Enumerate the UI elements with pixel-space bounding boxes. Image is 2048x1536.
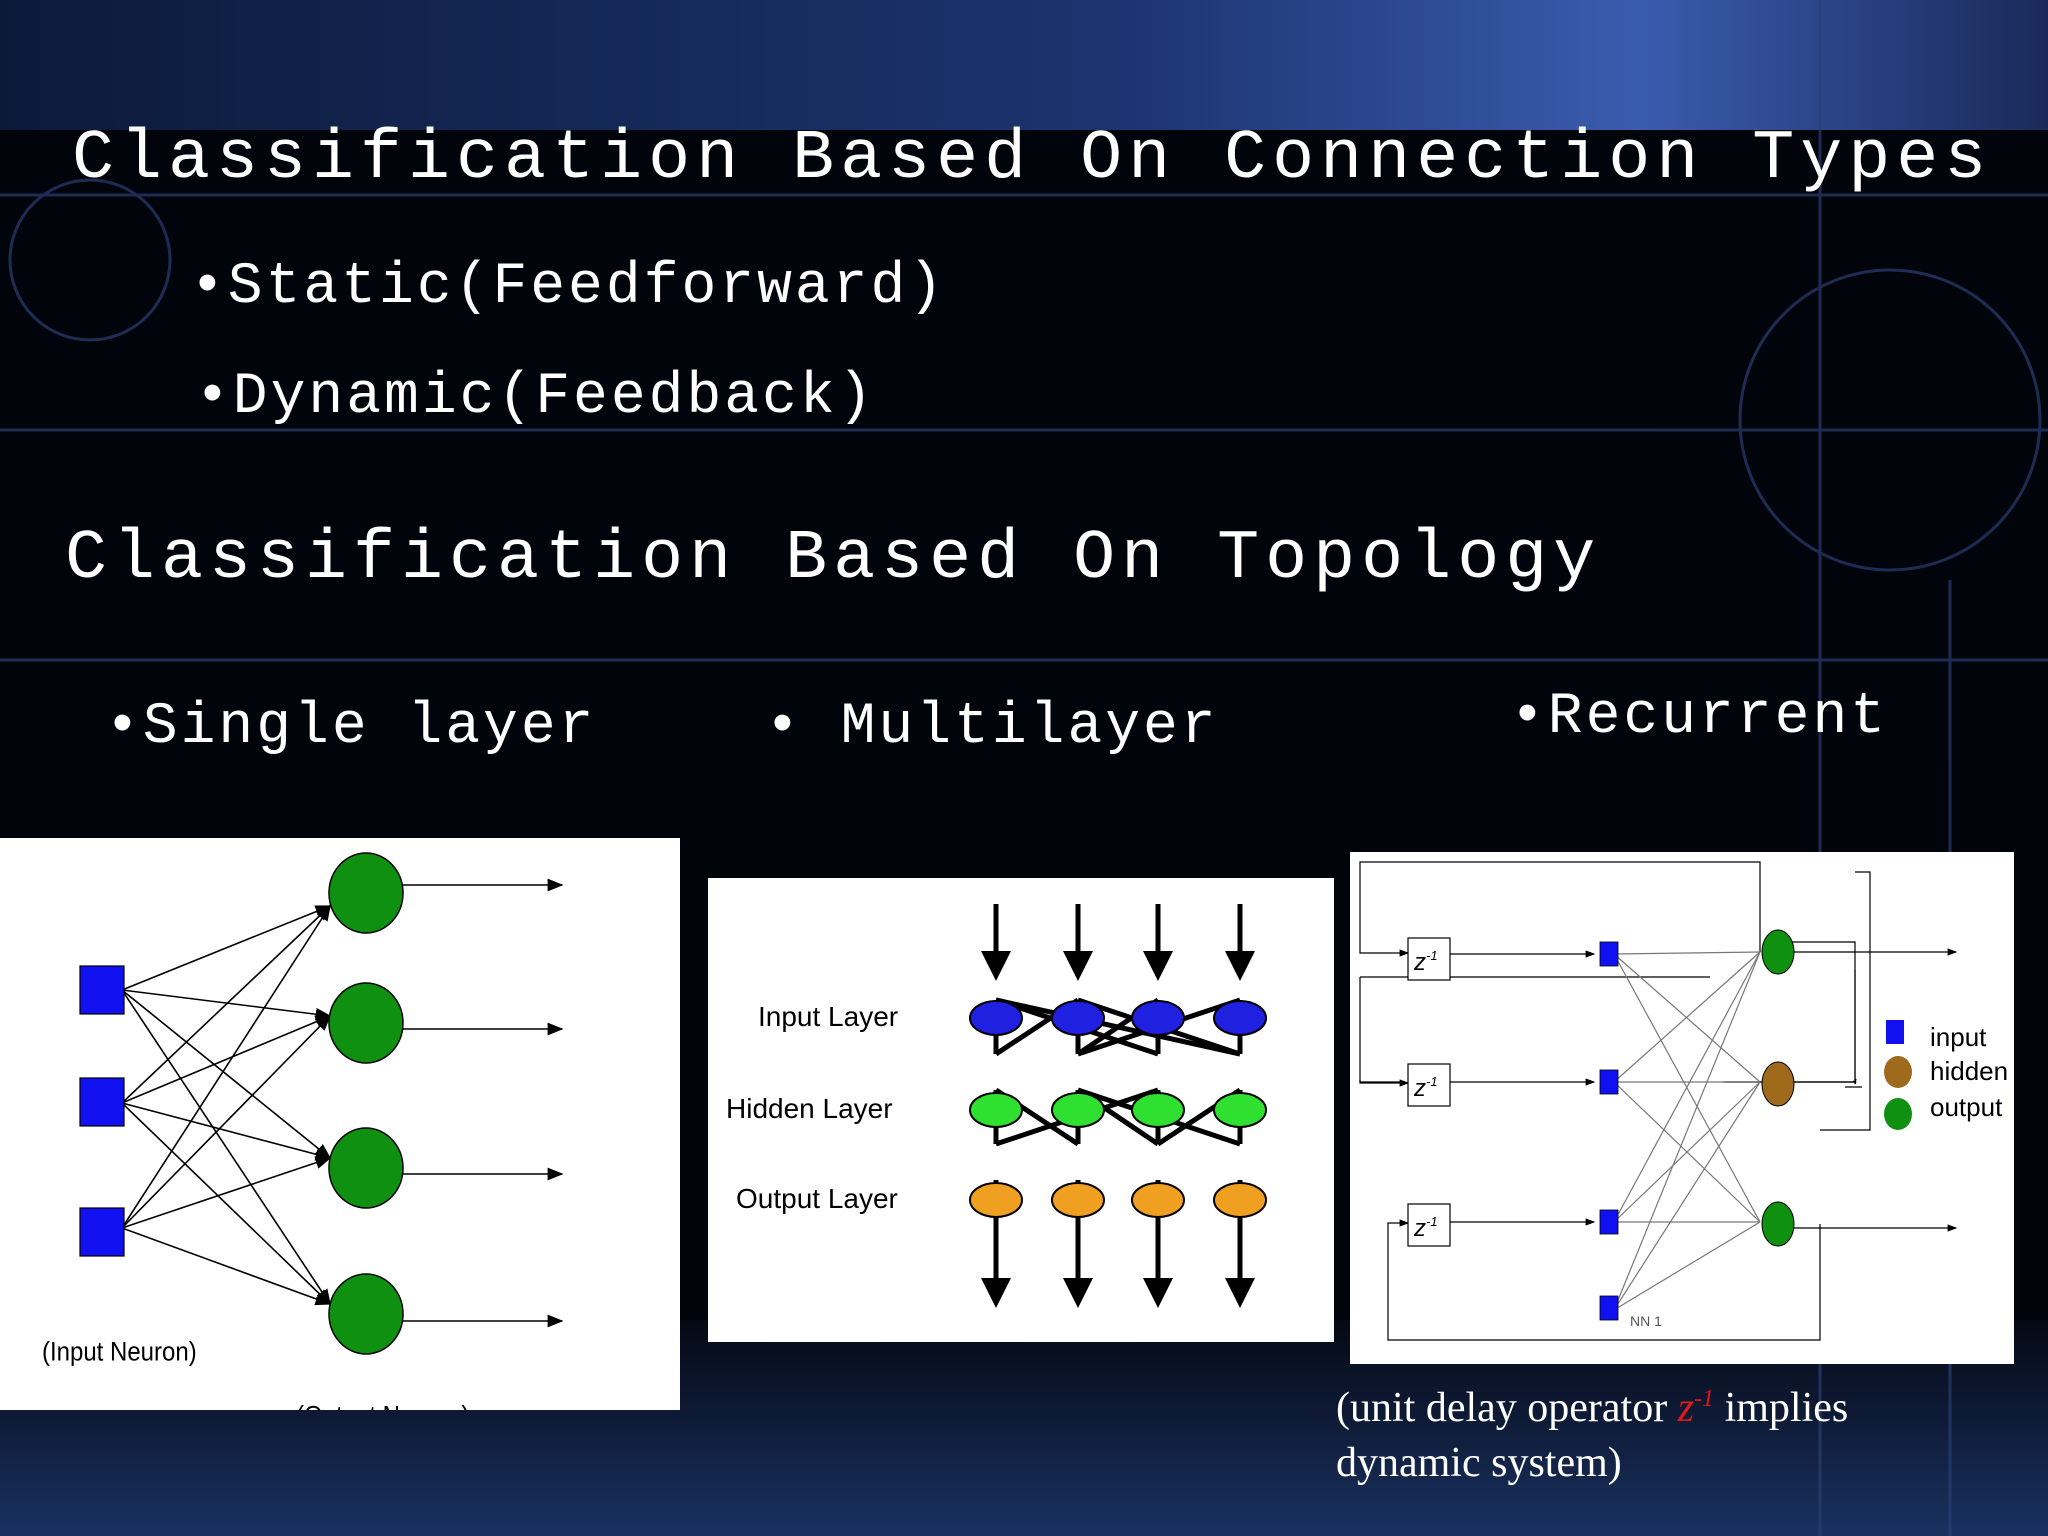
input-layer-label: Input Layer	[758, 1001, 898, 1032]
multi-input-node-2	[1051, 1000, 1105, 1036]
heading-topology: Classification Based On Topology	[65, 520, 1602, 599]
multi-hidden-node-1	[969, 1092, 1023, 1128]
legend-hidden-label: hidden	[1930, 1056, 2008, 1086]
caption-part2: implies	[1714, 1385, 1849, 1431]
output-neuron-2	[328, 982, 404, 1064]
legend-hidden-swatch	[1884, 1056, 1912, 1088]
delay-box-2	[1407, 1063, 1451, 1107]
multilayer-diagram: Input Layer Hidden Layer Output Layer	[708, 878, 1334, 1342]
multi-output-node-2	[1051, 1182, 1105, 1218]
recurrent-output-node-1	[1761, 929, 1795, 975]
caption-part1: (unit delay operator	[1336, 1385, 1678, 1431]
recurrent-hidden-node	[1761, 1061, 1795, 1107]
caption-line2: dynamic system)	[1336, 1440, 1622, 1486]
multi-hidden-node-2	[1051, 1092, 1105, 1128]
multi-input-node-1	[969, 1000, 1023, 1036]
bullet-static: •Static(Feedforward)	[190, 255, 947, 320]
input-neuron-3	[79, 1207, 125, 1257]
delay-symbol-1: z-1	[1413, 948, 1438, 976]
single-layer-diagram: (Input Neuron) (Output Neuron)	[0, 838, 680, 1410]
network-label: NN 1	[1630, 1313, 1662, 1329]
multi-output-node-3	[1131, 1182, 1185, 1218]
recurrent-input-3	[1599, 1209, 1619, 1235]
output-neuron-1	[328, 852, 404, 934]
output-layer-label: Output Layer	[736, 1183, 898, 1214]
delay-symbol-3: z-1	[1413, 1214, 1438, 1242]
caption: (unit delay operator z-1 implies dynamic…	[1336, 1372, 1848, 1491]
recurrent-output-node-2	[1761, 1201, 1795, 1247]
bullet-recurrent: •Recurrent	[1510, 685, 1889, 750]
recurrent-input-4	[1599, 1295, 1619, 1321]
input-neuron-label: (Input Neuron)	[42, 1337, 197, 1366]
recurrent-legend: input hidden output	[1884, 1020, 2008, 1130]
output-neuron-3	[328, 1127, 404, 1209]
legend-input-label: input	[1930, 1022, 1987, 1052]
delay-box-3	[1407, 1203, 1451, 1247]
legend-input-swatch	[1886, 1020, 1904, 1044]
hidden-layer-label: Hidden Layer	[726, 1093, 893, 1124]
output-neuron-label: (Output Neuron)	[296, 1401, 469, 1410]
recurrent-input-2	[1599, 1069, 1619, 1095]
recurrent-input-1	[1599, 941, 1619, 967]
multi-output-node-4	[1213, 1182, 1267, 1218]
bullet-multilayer: • Multilayer	[765, 695, 1219, 760]
caption-operator: z-1	[1677, 1385, 1715, 1431]
heading-connection-types: Classification Based On Connection Types	[72, 120, 1993, 199]
input-neuron-2	[79, 1077, 125, 1127]
recurrent-diagram: z-1 z-1 z-1 NN 1	[1350, 852, 2014, 1364]
multi-input-node-3	[1131, 1000, 1185, 1036]
multi-hidden-node-4	[1213, 1092, 1267, 1128]
multi-input-node-4	[1213, 1000, 1267, 1036]
delay-symbol-2: z-1	[1413, 1074, 1438, 1102]
output-neuron-4	[328, 1273, 404, 1355]
legend-output-swatch	[1884, 1098, 1912, 1130]
bullet-dynamic: •Dynamic(Feedback)	[195, 365, 876, 430]
legend-output-label: output	[1930, 1092, 2003, 1122]
delay-box-1	[1407, 937, 1451, 981]
bullet-single-layer: •Single layer	[105, 695, 597, 760]
multi-output-node-1	[969, 1182, 1023, 1218]
multi-hidden-node-3	[1131, 1092, 1185, 1128]
input-neuron-1	[79, 965, 125, 1015]
